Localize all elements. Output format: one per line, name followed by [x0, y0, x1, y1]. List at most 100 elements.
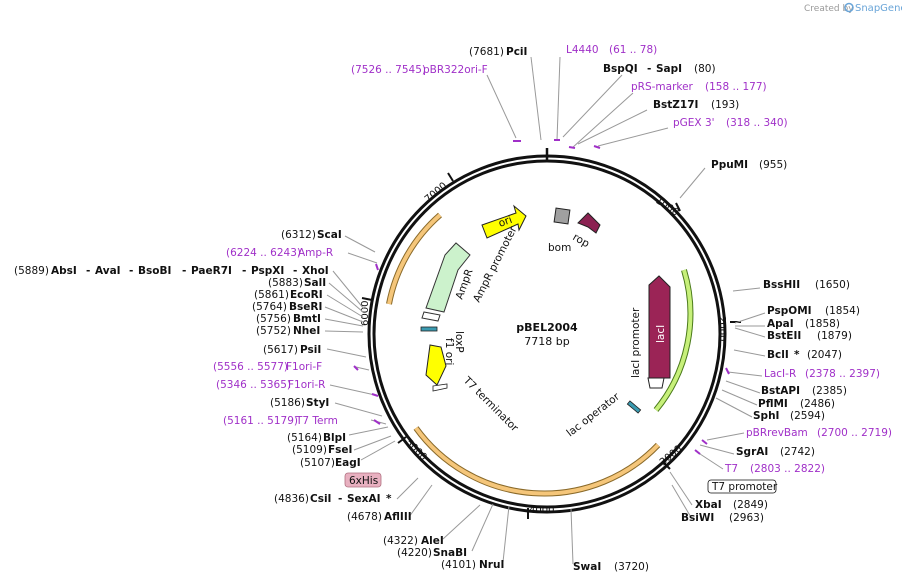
sapi-site[interactable]: SapI: [656, 63, 682, 75]
sgrai-position: (2742): [780, 446, 815, 458]
pgex-primer[interactable]: pGEX 3': [673, 117, 715, 129]
xbai-position: (2849): [733, 499, 768, 511]
tick-6000-mark: [361, 297, 373, 301]
f1ori-f-primer[interactable]: F1ori-F: [286, 361, 322, 373]
tick-4000-label: 4000: [529, 505, 554, 516]
nhei-site[interactable]: NheI: [293, 325, 320, 337]
styi-site[interactable]: StyI: [306, 397, 329, 409]
ppumi-site[interactable]: PpuMI: [711, 159, 748, 171]
bsshii-site[interactable]: BssHII: [763, 279, 800, 291]
nrui-site[interactable]: NruI: [479, 559, 504, 571]
amp-r-position: (6224 .. 6243): [226, 247, 301, 259]
ampr-feature-arrow[interactable]: [425, 242, 471, 313]
sexai-star: *: [386, 493, 392, 505]
swai-site[interactable]: SwaI: [573, 561, 601, 573]
loxp-feature[interactable]: [420, 326, 438, 332]
bom-feature[interactable]: [553, 207, 571, 225]
ori-feature-arrow[interactable]: [481, 204, 527, 239]
t7-primer[interactable]: T7: [724, 463, 738, 475]
aflIII-site[interactable]: AflIII: [384, 511, 412, 523]
pbrrevbam-primer[interactable]: pBRrevBam: [746, 427, 808, 439]
lac-operator-label: lac operator: [564, 390, 622, 439]
tick-3000-mark: [662, 461, 671, 470]
bcli-site[interactable]: BclI: [767, 349, 789, 361]
fsei-site[interactable]: FseI: [328, 444, 352, 456]
bsiwi-site[interactable]: BsiWI: [681, 512, 714, 524]
leader-lines: [324, 56, 766, 565]
bsshii-position: (1650): [815, 279, 850, 291]
pspomi-position: (1854): [825, 305, 860, 317]
pcil-site[interactable]: PciI: [506, 46, 527, 58]
laci-orf-arc[interactable]: [654, 269, 693, 412]
t7-promoter-box[interactable]: [707, 479, 777, 494]
plasmid-name: pBEL2004: [516, 321, 578, 334]
l4440-primer[interactable]: L4440: [566, 44, 599, 56]
absi-site[interactable]: AbsI: [51, 265, 77, 277]
xbai-site[interactable]: XbaI: [695, 499, 722, 511]
bsteii-site[interactable]: BstEII: [767, 330, 801, 342]
pspxi-site[interactable]: PspXI: [251, 265, 284, 277]
apai-position: (1858): [805, 318, 840, 330]
blpi-site[interactable]: BlpI: [323, 432, 346, 444]
t7-term-position: (5161 .. 5179): [223, 415, 298, 427]
sgrai-site[interactable]: SgrAI: [736, 446, 768, 458]
t7-terminator-feature[interactable]: [432, 383, 448, 392]
scai-site[interactable]: ScaI: [317, 229, 342, 241]
lac-operator-feature[interactable]: [626, 400, 642, 414]
ecori-site[interactable]: EcoRI: [290, 289, 323, 301]
bstz17i-site[interactable]: BstZ17I: [653, 99, 698, 111]
snabi-site[interactable]: SnaBI: [433, 547, 467, 559]
xhoi-site[interactable]: XhoI: [302, 265, 329, 277]
apai-site[interactable]: ApaI: [767, 318, 794, 330]
sexai-site[interactable]: SexAI: [347, 493, 381, 505]
absi-group-sep-4: -: [242, 265, 246, 277]
pflmi-site[interactable]: PflMI: [758, 398, 788, 410]
tick-6000-label: 6000: [360, 301, 371, 326]
pbr322ori-primer[interactable]: pBR322ori-F: [423, 64, 488, 76]
cds-orf-arc[interactable]: [414, 426, 660, 496]
t7-term-primer[interactable]: T7 Term: [295, 415, 338, 427]
laci-promoter-label: lacI promoter: [630, 307, 642, 378]
absi-group-sep-3: -: [182, 265, 186, 277]
pspomi-site[interactable]: PspOMI: [767, 305, 812, 317]
tick-5000-mark: [397, 436, 407, 444]
sali-site[interactable]: SalI: [304, 277, 326, 289]
laci-feature-arrow[interactable]: [648, 275, 671, 379]
bstapi-site[interactable]: BstAPI: [761, 385, 800, 397]
laci-promoter-feature[interactable]: [647, 377, 665, 389]
bseri-site[interactable]: BseRI: [289, 301, 322, 313]
ampr-orf-arc[interactable]: [387, 213, 442, 305]
ecori-position: (5861): [254, 289, 289, 301]
paer7i-site[interactable]: PaeR7I: [191, 265, 232, 277]
f1ori-f-position: (5556 .. 5577): [213, 361, 288, 373]
avai-site[interactable]: AvaI: [95, 265, 121, 277]
bseri-position: (5764): [252, 301, 287, 313]
prs-marker-primer[interactable]: pRS-marker: [631, 81, 694, 93]
bspqi-site[interactable]: BspQI: [603, 63, 638, 75]
psii-site[interactable]: PsiI: [300, 344, 321, 356]
bmti-site[interactable]: BmtI: [293, 313, 321, 325]
amp-r-primer[interactable]: Amp-R: [298, 247, 333, 259]
swai-position: (3720): [614, 561, 649, 573]
his-tag-box[interactable]: [344, 472, 382, 488]
f1-ori-label: f1 ori: [443, 338, 455, 365]
eagi-site[interactable]: EagI: [335, 457, 361, 469]
ampr-promoter-feature[interactable]: [421, 311, 441, 322]
csii-site[interactable]: CsiI: [310, 493, 331, 505]
tick-1000-mark: [675, 202, 681, 212]
tick-7000-mark: [447, 172, 454, 182]
f1ori-r-primer[interactable]: F1ori-R: [288, 379, 325, 391]
bsobi-site[interactable]: BsoBI: [138, 265, 171, 277]
ppumi-position: (955): [759, 159, 787, 171]
alei-site[interactable]: AleI: [421, 535, 444, 547]
bstz17i-position: (193): [711, 99, 739, 111]
rop-label: rop: [571, 231, 592, 250]
laci-r-primer[interactable]: LacI-R: [764, 368, 796, 380]
f1-ori-feature-arrow[interactable]: [425, 344, 447, 386]
rop-feature-arrow[interactable]: [577, 212, 601, 234]
sphi-site[interactable]: SphI: [753, 410, 779, 422]
tick-2000-label: 2000: [716, 316, 727, 341]
plasmid-length: 7718 bp: [524, 335, 569, 348]
sphi-position: (2594): [790, 410, 825, 422]
